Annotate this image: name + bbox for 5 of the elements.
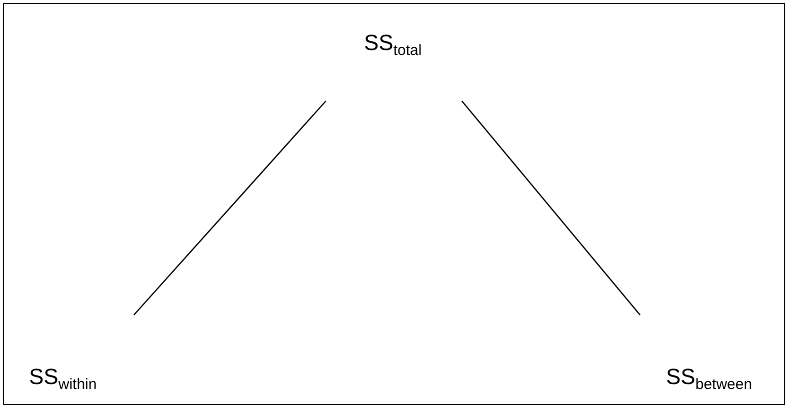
sum-of-squares-label: SS$_{within}$ — [29, 364, 97, 390]
sum-of-squares-label: SS$_{total}$ — [364, 30, 422, 56]
connector-line — [461, 100, 641, 316]
connector-line — [133, 100, 326, 316]
sum-of-squares-label: SS$_{between}$ — [666, 364, 752, 390]
